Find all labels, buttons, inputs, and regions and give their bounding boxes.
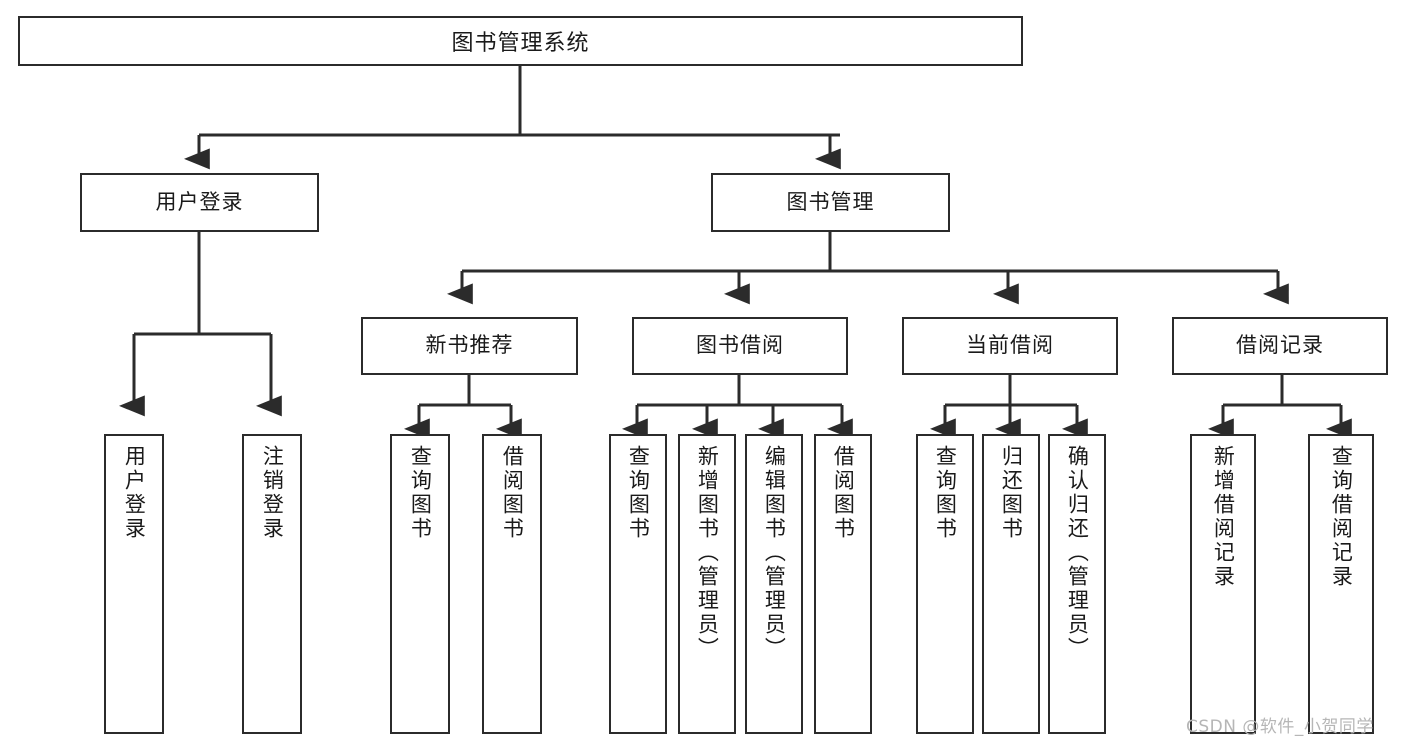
leaf-current-confirm-return[interactable]: 确认归还（管理员） [1048, 434, 1106, 734]
node-label: 借阅图书 [831, 445, 856, 541]
node-book-management[interactable]: 图书管理 [711, 173, 950, 232]
node-label: 图书借阅 [696, 333, 784, 358]
leaf-recommend-borrow-book[interactable]: 借阅图书 [482, 434, 542, 734]
node-label: 新增借阅记录 [1211, 445, 1236, 589]
leaf-user-login-login[interactable]: 用户登录 [104, 434, 164, 734]
node-label: 查询图书 [408, 445, 433, 541]
node-label: 用户登录 [155, 189, 244, 214]
node-label: 确认归还（管理员） [1065, 445, 1090, 661]
node-label: 新增图书（管理员） [695, 445, 720, 661]
leaf-borrow-query-book[interactable]: 查询图书 [609, 434, 667, 734]
node-label: 查询图书 [933, 445, 958, 541]
node-label: 借阅记录 [1236, 333, 1324, 358]
node-label: 用户登录 [122, 445, 147, 541]
leaf-current-return-book[interactable]: 归还图书 [982, 434, 1040, 734]
node-label: 新书推荐 [425, 333, 514, 358]
leaf-user-login-logout[interactable]: 注销登录 [242, 434, 302, 734]
node-root-system[interactable]: 图书管理系统 [18, 16, 1023, 66]
node-label: 查询借阅记录 [1329, 445, 1354, 589]
node-new-book-recommend[interactable]: 新书推荐 [361, 317, 578, 375]
node-current-borrow[interactable]: 当前借阅 [902, 317, 1118, 375]
csdn-watermark: CSDN @软件_小贺同学 [1186, 717, 1374, 737]
node-label: 注销登录 [260, 445, 285, 541]
leaf-borrow-add-book[interactable]: 新增图书（管理员） [678, 434, 736, 734]
leaf-recommend-query-book[interactable]: 查询图书 [390, 434, 450, 734]
node-label: 编辑图书（管理员） [762, 445, 787, 661]
leaf-record-add-record[interactable]: 新增借阅记录 [1190, 434, 1256, 734]
node-borrow-record[interactable]: 借阅记录 [1172, 317, 1388, 375]
leaf-current-query-book[interactable]: 查询图书 [916, 434, 974, 734]
node-label: 图书管理 [786, 189, 875, 214]
node-label: 借阅图书 [500, 445, 525, 541]
node-label: 查询图书 [626, 445, 651, 541]
leaf-borrow-edit-book[interactable]: 编辑图书（管理员） [745, 434, 803, 734]
leaf-record-query-record[interactable]: 查询借阅记录 [1308, 434, 1374, 734]
leaf-borrow-borrow-book[interactable]: 借阅图书 [814, 434, 872, 734]
node-user-login[interactable]: 用户登录 [80, 173, 319, 232]
node-label: 当前借阅 [966, 333, 1054, 358]
node-book-borrow[interactable]: 图书借阅 [632, 317, 848, 375]
node-label: 归还图书 [999, 445, 1024, 541]
node-label: 图书管理系统 [451, 31, 590, 56]
